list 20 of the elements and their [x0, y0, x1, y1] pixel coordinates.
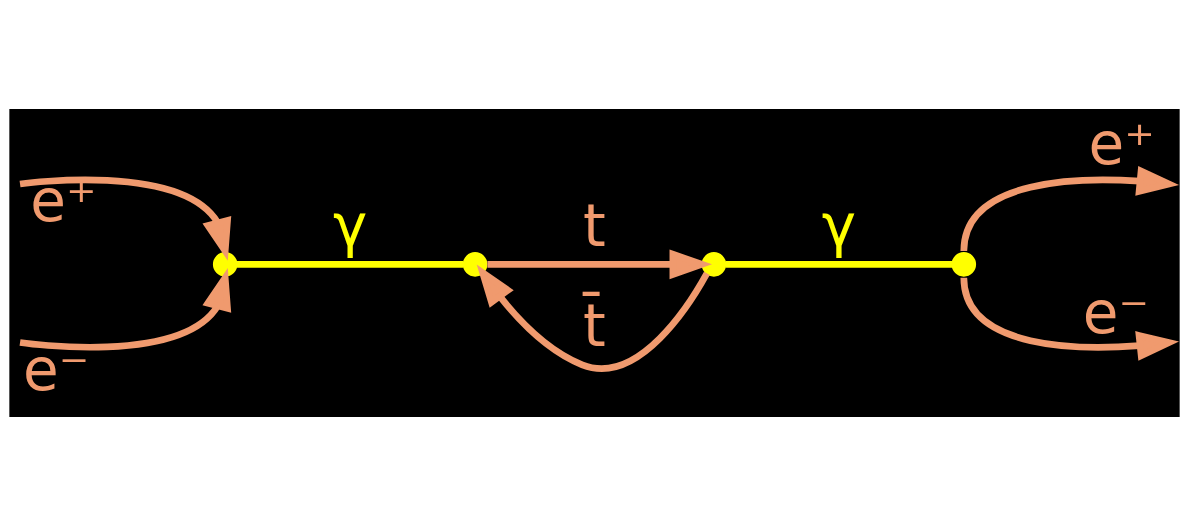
edge-label: e⁻	[22, 335, 90, 404]
arrow	[476, 264, 710, 372]
edge-label: e⁻	[1082, 279, 1150, 348]
edge-label: γ	[821, 192, 857, 261]
arrow	[19, 267, 232, 351]
node-circle	[701, 252, 727, 277]
node-circle	[462, 252, 488, 277]
node-circle	[951, 252, 977, 277]
arrow	[960, 277, 1180, 361]
arrow	[487, 249, 712, 280]
arrow	[19, 176, 232, 261]
edge-label: t̄	[583, 292, 606, 361]
arrow	[960, 166, 1180, 252]
edge-label: e⁺	[30, 167, 97, 236]
edge-label: t	[583, 192, 606, 261]
connector	[236, 261, 464, 268]
connector	[725, 261, 953, 268]
edge-label: e⁺	[1088, 110, 1155, 179]
node-circle	[212, 252, 238, 277]
edge-label: γ	[332, 192, 368, 261]
